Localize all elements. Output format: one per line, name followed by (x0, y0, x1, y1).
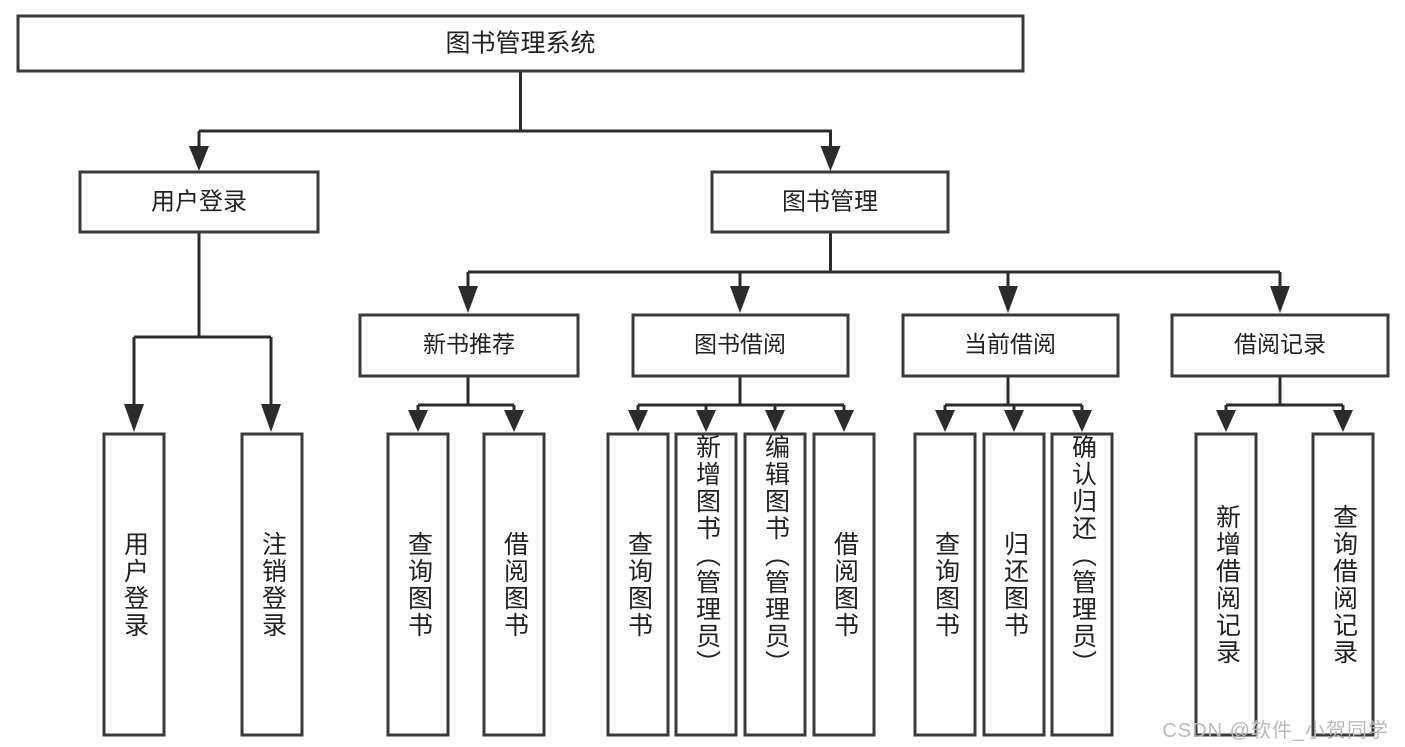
node-book-borrow-label: 图书借阅 (694, 331, 786, 357)
leaf-query-record[interactable]: 查询借阅记录 (1313, 434, 1373, 735)
connector-group-borrow-record (1216, 376, 1353, 432)
node-borrow-record[interactable]: 借阅记录 (1170, 313, 1390, 378)
arrowhead-leaf-add-book (696, 410, 716, 432)
node-current-borrow-rect[interactable] (901, 313, 1120, 378)
leaf-query-book-3[interactable]: 查询图书 (915, 434, 975, 735)
arrowhead-leaf-confirm-return (1072, 410, 1092, 432)
leaf-return-book-rect[interactable] (982, 432, 1046, 737)
arrowhead-leaf-user-login (124, 404, 144, 432)
leaf-query-book-3-rect[interactable] (913, 432, 977, 737)
node-user-login-rect[interactable] (78, 170, 320, 234)
arrowhead-user-login (189, 146, 209, 171)
node-borrow-record-label: 借阅记录 (1234, 331, 1326, 357)
arrowhead-new-book-recommend (458, 286, 478, 313)
node-book-manage-label: 图书管理 (782, 188, 878, 215)
leaf-add-record[interactable]: 新增借阅记录 (1196, 434, 1256, 735)
node-new-book-recommend[interactable]: 新书推荐 (358, 313, 580, 378)
connector-group-user-login (124, 232, 281, 432)
leaf-confirm-return-rect[interactable] (1050, 432, 1114, 737)
leaf-borrow-book-2[interactable]: 借阅图书 (814, 434, 874, 735)
arrowhead-leaf-query-book-1 (408, 410, 428, 432)
leaf-user-login-rect[interactable] (102, 432, 166, 737)
arrowhead-leaf-query-book-2 (628, 410, 648, 432)
arrowhead-borrow-record (1270, 286, 1290, 313)
leaf-edit-book-rect[interactable] (743, 432, 807, 737)
arrowhead-leaf-borrow-book-1 (504, 410, 524, 432)
arrowhead-book-borrow (730, 286, 750, 313)
leaf-logout-label: 注销登录 (258, 530, 287, 639)
arrowhead-leaf-query-record (1333, 410, 1353, 432)
leaf-borrow-book-1-label: 借阅图书 (500, 530, 529, 639)
node-root-rect[interactable] (16, 14, 1025, 73)
leaf-borrow-book-1[interactable]: 借阅图书 (484, 434, 544, 735)
leaf-logout[interactable]: 注销登录 (242, 434, 302, 735)
connector-group-book-manage (458, 232, 1290, 313)
node-new-book-recommend-rect[interactable] (358, 313, 580, 378)
leaf-add-record-label: 新增借阅记录 (1212, 503, 1241, 666)
leaf-rect-group (102, 432, 1375, 737)
leaf-query-book-1-label: 查询图书 (404, 530, 433, 639)
node-book-manage[interactable]: 图书管理 (710, 170, 950, 234)
leaf-user-login-label: 用户登录 (120, 530, 149, 639)
node-user-login-label: 用户登录 (151, 188, 247, 215)
node-root[interactable]: 图书管理系统 (16, 14, 1025, 73)
arrowhead-current-borrow (998, 286, 1018, 313)
leaf-user-login[interactable]: 用户登录 (104, 434, 164, 735)
arrowhead-leaf-logout (261, 404, 281, 432)
node-book-borrow-rect[interactable] (631, 313, 850, 378)
leaf-add-record-rect[interactable] (1194, 432, 1258, 737)
node-user-login[interactable]: 用户登录 (78, 170, 320, 234)
leaf-query-book-1-rect[interactable] (386, 432, 450, 737)
node-borrow-record-rect[interactable] (1170, 313, 1390, 378)
watermark-label: CSDN @软件_小贺同学 (1162, 720, 1389, 742)
leaf-query-record-label: 查询借阅记录 (1329, 503, 1358, 666)
node-book-manage-rect[interactable] (710, 170, 950, 234)
connector-group-book-borrow (628, 376, 854, 432)
node-book-borrow[interactable]: 图书借阅 (631, 313, 850, 378)
node-current-borrow-label: 当前借阅 (964, 331, 1056, 357)
arrowhead-leaf-edit-book (765, 410, 785, 432)
leaf-query-book-3-label: 查询图书 (931, 530, 960, 639)
arrowhead-leaf-borrow-book-2 (834, 410, 854, 432)
leaf-query-record-rect[interactable] (1311, 432, 1375, 737)
leaf-confirm-return[interactable]: 确认归还（管理员） (1052, 434, 1112, 735)
leaf-query-book-2[interactable]: 查询图书 (608, 434, 668, 735)
leaf-return-book[interactable]: 归还图书 (984, 434, 1044, 735)
leaf-query-book-2-rect[interactable] (606, 432, 670, 737)
arrowhead-leaf-return-book (1004, 410, 1024, 432)
connector-group-root (189, 71, 841, 171)
leaf-return-book-label: 归还图书 (1000, 530, 1029, 639)
leaf-borrow-book-2-rect[interactable] (812, 432, 876, 737)
node-current-borrow[interactable]: 当前借阅 (901, 313, 1120, 378)
leaf-query-book-2-label: 查询图书 (624, 530, 653, 639)
leaf-query-book-1[interactable]: 查询图书 (388, 434, 448, 735)
leaf-borrow-book-1-rect[interactable] (482, 432, 546, 737)
leaf-edit-book-label: 编辑图书（管理员） (761, 434, 790, 677)
leaf-add-book[interactable]: 新增图书（管理员） (676, 434, 736, 735)
arrowhead-book-manage (820, 146, 841, 171)
leaf-edit-book[interactable]: 编辑图书（管理员） (745, 434, 805, 735)
leaf-borrow-book-2-label: 借阅图书 (830, 530, 859, 639)
node-new-book-recommend-label: 新书推荐 (423, 331, 515, 357)
leaf-confirm-return-label: 确认归还（管理员） (1068, 434, 1097, 677)
leaf-logout-rect[interactable] (240, 432, 304, 737)
leaf-add-book-rect[interactable] (674, 432, 738, 737)
leaf-add-book-label: 新增图书（管理员） (692, 434, 721, 677)
connector-group-current-borrow (935, 376, 1092, 432)
connector-group-new-book-recommend (408, 376, 524, 432)
node-root-label: 图书管理系统 (445, 30, 595, 58)
arrowhead-leaf-query-book-3 (935, 410, 955, 432)
arrowhead-leaf-add-record (1216, 410, 1236, 432)
